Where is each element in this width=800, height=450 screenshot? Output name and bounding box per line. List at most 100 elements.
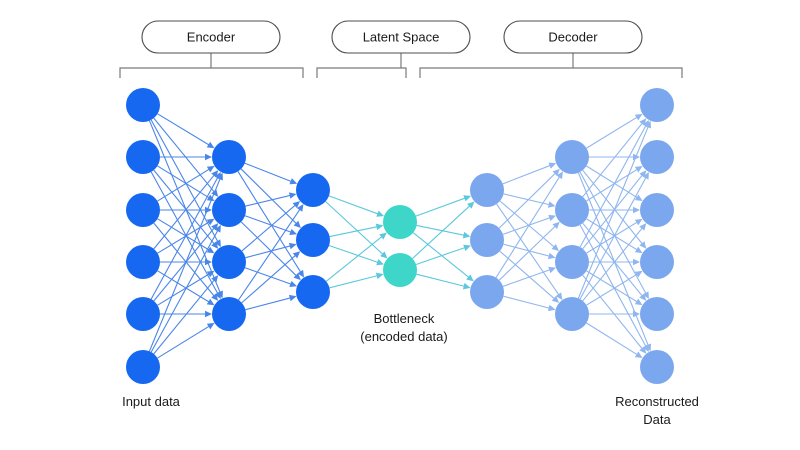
connection-line: [244, 162, 292, 183]
bracket-decoder: [419, 67, 683, 78]
neuron-node: [296, 223, 330, 257]
neuron-node: [470, 223, 504, 257]
connections-group: [148, 113, 652, 359]
connection-line: [586, 165, 638, 199]
connection-line: [148, 120, 221, 293]
connection-arrowhead: [634, 270, 643, 278]
connection-line: [153, 279, 215, 355]
connection-bundle-enc1-to-enc2: [237, 162, 305, 311]
connection-bundle-dec1-to-dec2: [495, 162, 563, 312]
section-label-text-encoder: Encoder: [187, 29, 236, 44]
connection-line: [499, 200, 555, 248]
connection-arrowhead: [376, 259, 384, 266]
connection-arrowhead: [633, 310, 640, 318]
connection-arrowhead: [375, 272, 384, 280]
connection-line: [153, 169, 215, 245]
connection-bundle-bottleneck-to-dec1: [412, 195, 475, 290]
connection-line: [498, 172, 556, 229]
connection-line: [579, 176, 647, 300]
connection-arrowhead: [375, 223, 384, 231]
connection-arrowhead: [551, 295, 560, 303]
connection-line: [503, 243, 550, 257]
section-label-decoder[interactable]: Decoder: [503, 20, 643, 54]
neuron-node: [470, 275, 504, 309]
neuron-node: [126, 350, 160, 384]
connection-line: [325, 235, 383, 282]
section-label-latent-space[interactable]: Latent Space: [331, 20, 471, 54]
connection-line: [241, 204, 296, 252]
connection-line: [329, 226, 378, 238]
neuron-node: [470, 173, 504, 207]
connection-line: [416, 273, 465, 287]
neuron-node: [555, 245, 589, 279]
connection-line: [150, 119, 219, 243]
connection-arrowhead: [548, 162, 557, 169]
section-labels-group: Encoder Latent Space Decoder: [141, 20, 643, 54]
neuron-node: [640, 193, 674, 227]
connection-arrowhead: [379, 232, 387, 240]
neuron-node: [126, 193, 160, 227]
connection-line: [328, 195, 379, 215]
connection-arrowhead: [289, 228, 297, 236]
connection-line: [244, 267, 292, 285]
section-label-encoder[interactable]: Encoder: [141, 20, 281, 54]
connection-arrowhead: [463, 195, 472, 202]
section-label-pill-decoder: [503, 20, 643, 54]
connection-arrowhead: [467, 201, 475, 209]
caption-bottleneck: Bottleneck(encoded data): [360, 311, 447, 344]
connection-line: [148, 178, 221, 352]
connection-arrowhead: [556, 171, 563, 180]
section-label-pill-latent-space: [331, 20, 471, 54]
connection-line: [150, 176, 219, 300]
connection-arrowhead: [211, 293, 219, 301]
connection-line: [153, 222, 215, 297]
connection-line: [498, 225, 556, 281]
connection-bundle-enc2-to-bottleneck: [325, 195, 388, 289]
connection-arrowhead: [206, 298, 215, 306]
connection-line: [495, 176, 561, 278]
connection-arrowhead: [380, 251, 388, 259]
connection-arrowhead: [634, 194, 643, 202]
connection-arrowhead: [206, 141, 215, 149]
connection-line: [245, 194, 291, 207]
neuron-node: [555, 297, 589, 331]
connection-arrowhead: [633, 206, 640, 214]
neuron-node: [212, 193, 246, 227]
connection-line: [502, 217, 551, 235]
connection-line: [150, 229, 219, 353]
neuron-node: [126, 297, 160, 331]
connection-line: [329, 275, 378, 289]
connection-line: [582, 122, 643, 198]
neuron-node: [640, 140, 674, 174]
connection-line: [245, 297, 291, 311]
neuron-node: [640, 245, 674, 279]
connection-arrowhead: [216, 172, 223, 181]
connection-arrowhead: [205, 310, 212, 318]
connection-line: [415, 246, 466, 265]
neuron-node: [640, 88, 674, 122]
neuron-node: [555, 193, 589, 227]
section-label-pill-encoder: [141, 20, 281, 54]
connection-line: [244, 215, 292, 233]
connection-arrowhead: [288, 294, 297, 302]
neuron-node: [212, 245, 246, 279]
connection-arrowhead: [634, 165, 643, 173]
nodes-group: [126, 88, 674, 384]
connection-arrowhead: [555, 292, 563, 300]
connection-bundle-dec2-to-output: [577, 113, 652, 359]
neuron-node: [126, 140, 160, 174]
caption-line: (encoded data): [360, 329, 447, 344]
connection-arrowhead: [296, 204, 304, 212]
connection-arrowhead: [633, 258, 640, 266]
neuron-node: [383, 205, 417, 239]
connection-arrowhead: [288, 242, 297, 250]
connection-arrowhead: [292, 251, 301, 259]
neuron-node: [296, 275, 330, 309]
connection-line: [245, 245, 291, 259]
connection-line: [586, 273, 638, 306]
section-label-text-latent-space: Latent Space: [363, 29, 440, 44]
connection-arrowhead: [639, 293, 647, 301]
